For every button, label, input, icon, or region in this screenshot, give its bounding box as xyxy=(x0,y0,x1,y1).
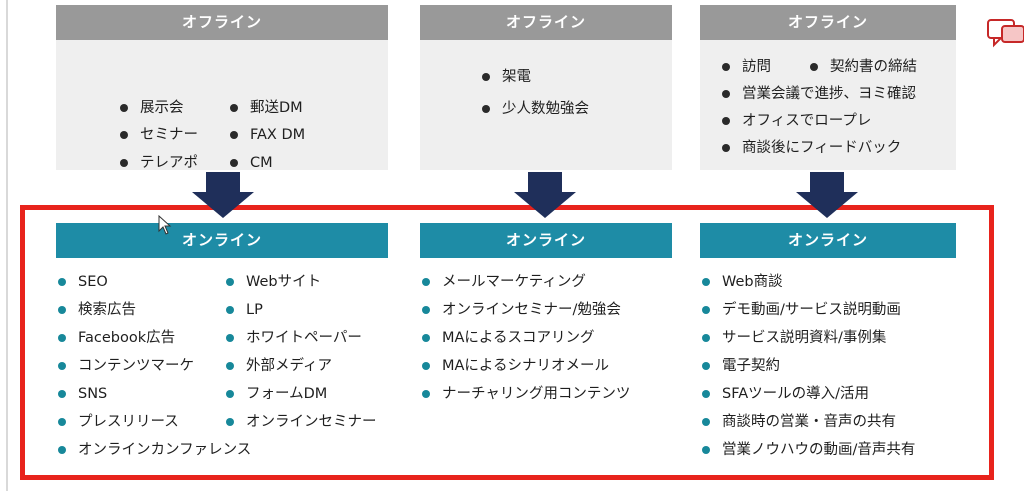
online-body-3: Web商談 デモ動画/サービス説明動画 サービス説明資料/事例集 電子契約 SF… xyxy=(700,268,962,468)
list-item: 商談時の営業・音声の共有 xyxy=(702,412,896,432)
list-item: SFAツールの導入/活用 xyxy=(702,384,869,404)
list-item: オフィスでロープレ xyxy=(722,111,871,131)
offline-box-1: オフライン 展示会 セミナー テレアポ 郵送DM FAX DM CM xyxy=(56,5,388,173)
mouse-cursor-icon xyxy=(158,215,172,235)
online-header-1: オンライン xyxy=(56,223,388,258)
list-item: オンラインセミナー/勉強会 xyxy=(422,300,621,320)
down-arrow-icon xyxy=(192,172,254,218)
list-item: 契約書の締結 xyxy=(810,57,917,77)
list-item: ホワイトペーパー xyxy=(226,328,362,348)
list-item: 訪問 xyxy=(722,57,771,77)
online-header-2: オンライン xyxy=(420,223,672,258)
list-item: Web商談 xyxy=(702,272,783,292)
list-item: フォームDM xyxy=(226,384,327,404)
list-item: 展示会 xyxy=(120,98,184,118)
offline-header-2: オフライン xyxy=(420,5,672,40)
online-body-1: SEO 検索広告 Facebook広告 コンテンツマーケ SNS プレスリリース… xyxy=(56,268,396,468)
list-item: オンラインカンファレンス xyxy=(58,440,251,460)
list-item: MAによるシナリオメール xyxy=(422,356,609,376)
offline-box-3: オフライン 訪問 契約書の締結 営業会議で進捗、ヨミ確認 オフィスでロープレ 商… xyxy=(700,5,956,170)
offline-header-1: オフライン xyxy=(56,5,388,40)
list-item: デモ動画/サービス説明動画 xyxy=(702,300,901,320)
online-body-2: メールマーケティング オンラインセミナー/勉強会 MAによるスコアリング MAに… xyxy=(420,268,680,468)
down-arrow-icon xyxy=(796,172,858,218)
list-item: 営業ノウハウの動画/音声共有 xyxy=(702,440,915,460)
list-item: 商談後にフィードバック xyxy=(722,138,901,158)
list-item: メールマーケティング xyxy=(422,272,586,292)
offline-body-3: 訪問 契約書の締結 営業会議で進捗、ヨミ確認 オフィスでロープレ 商談後にフィー… xyxy=(700,40,956,170)
offline-header-3: オフライン xyxy=(700,5,956,40)
list-item: オンラインセミナー xyxy=(226,412,377,432)
list-item: ナーチャリング用コンテンツ xyxy=(422,384,630,404)
list-item: 検索広告 xyxy=(58,300,136,320)
list-item: 電子契約 xyxy=(702,356,780,376)
list-item: MAによるスコアリング xyxy=(422,328,595,348)
list-item: サービス説明資料/事例集 xyxy=(702,328,886,348)
offline-body-2: 架電 少人数勉強会 xyxy=(420,40,672,170)
offline-box-2: オフライン 架電 少人数勉強会 xyxy=(420,5,672,170)
list-item: 架電 xyxy=(482,67,531,87)
list-item: セミナー xyxy=(120,125,198,145)
list-item: SEO xyxy=(58,272,108,292)
list-item: 営業会議で進捗、ヨミ確認 xyxy=(722,84,916,104)
list-item: コンテンツマーケ xyxy=(58,356,194,376)
list-item: プレスリリース xyxy=(58,412,179,432)
list-item: CM xyxy=(230,153,273,173)
list-item: 外部メディア xyxy=(226,356,332,376)
list-item: 少人数勉強会 xyxy=(482,99,589,119)
speech-bubble-icon[interactable] xyxy=(985,12,1024,54)
left-rule xyxy=(6,0,8,491)
list-item: テレアポ xyxy=(120,153,198,173)
online-header-3: オンライン xyxy=(700,223,956,258)
list-item: LP xyxy=(226,300,263,320)
list-item: SNS xyxy=(58,384,107,404)
down-arrow-icon xyxy=(514,172,576,218)
list-item: Facebook広告 xyxy=(58,328,175,348)
list-item: Webサイト xyxy=(226,272,321,292)
list-item: 郵送DM xyxy=(230,98,303,118)
list-item: FAX DM xyxy=(230,125,305,145)
offline-body-1: 展示会 セミナー テレアポ 郵送DM FAX DM CM xyxy=(56,40,388,173)
